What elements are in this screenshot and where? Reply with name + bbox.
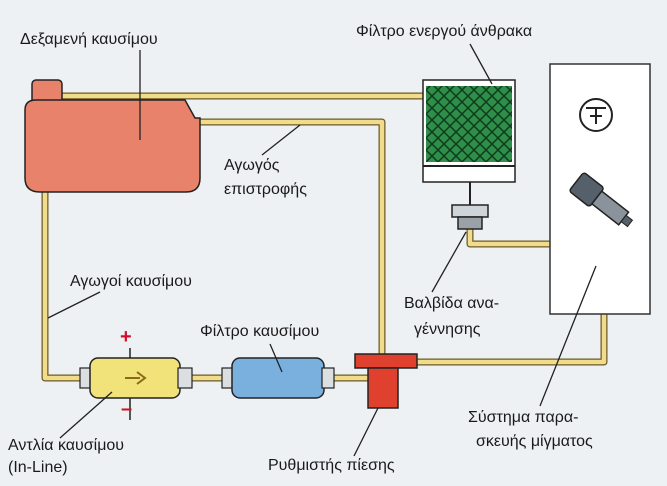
leader-return-line — [261, 124, 301, 156]
plus-sign: + — [120, 326, 132, 348]
leader-fuel-lines — [47, 291, 101, 319]
carbon-filter — [422, 79, 516, 183]
fuel-pump — [79, 348, 193, 420]
label-return-line-2: επιστροφής — [224, 181, 307, 198]
valve-to-mixture-line — [467, 229, 550, 247]
label-pressure-regulator: Ρυθμιστής πίεσης — [268, 457, 395, 474]
label-return-line-1: Αγωγός — [224, 157, 280, 174]
return-line — [195, 119, 385, 354]
minus-sign: – — [121, 398, 133, 420]
leader-regen-valve — [431, 231, 467, 293]
fuel-tank — [24, 79, 201, 193]
supply-line-tank — [42, 192, 80, 381]
leader-pressure-reg — [353, 407, 379, 457]
label-regen-valve-1: Βαλβίδα ανα- — [404, 295, 500, 312]
leader-carbon-filter — [469, 43, 493, 85]
label-carbon-filter: Φίλτρο ενεργού άνθρακα — [356, 23, 533, 40]
reg-to-mixture-line — [398, 314, 607, 365]
label-pump-2: (In-Line) — [8, 459, 68, 476]
regeneration-valve — [451, 182, 489, 230]
label-fuel-lines: Αγωγοί καυσίμου — [70, 273, 192, 290]
leader-pump — [59, 391, 113, 439]
leader-fuel-filter — [269, 343, 283, 373]
leader-lines — [47, 43, 597, 457]
fuel-lines-group — [41, 92, 608, 382]
label-pump-1: Αντλία καυσίμου — [8, 437, 125, 454]
ignition-symbol-icon — [579, 98, 613, 132]
label-mixture-2: σκευής μίγματος — [476, 433, 593, 450]
label-tank: Δεξαμενή καυσίμου — [20, 31, 158, 48]
label-mixture-1: Σύστημα παρα- — [468, 409, 579, 426]
pressure-regulator — [354, 353, 418, 409]
fuel-filter — [221, 357, 335, 399]
injector-icon — [569, 172, 634, 228]
leader-mixture — [539, 265, 597, 407]
label-fuel-filter: Φίλτρο καυσίμου — [200, 323, 320, 340]
label-regen-valve-2: γέννησης — [414, 321, 481, 338]
